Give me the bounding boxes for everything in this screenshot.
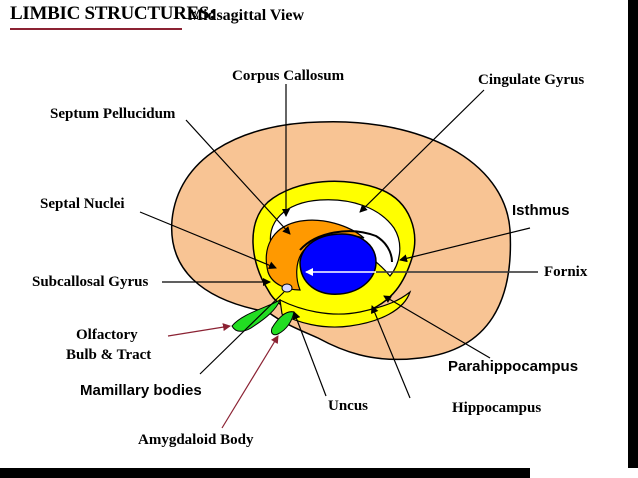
pointer-septum-pellucidum [185,119,291,235]
pointer-septal-nuclei [139,211,277,270]
mamillary-body [281,283,293,293]
label-cingulate-gyrus: Cingulate Gyrus [478,72,585,88]
label-subcallosal-gyrus: Subcallosal Gyrus [32,274,149,290]
pointer-olfactory [167,323,231,337]
label-corpus-callosum: Corpus Callosum [232,68,345,84]
bottom-edge-strip [530,468,638,478]
label-fornix: Fornix [544,264,588,280]
label-parahippocampus: Parahippocampus [448,358,579,375]
pointer-uncus [292,311,327,397]
olfactory-tract-lower [271,311,295,336]
slide-title: LIMBIC STRUCTURES: [10,3,216,24]
pointer-parahippocampus [383,295,491,359]
pointer-cingulate-gyrus [359,89,485,213]
label-septum-pellucidum: Septum Pellucidum [50,106,176,122]
fornix [299,230,393,263]
title-underline [10,28,182,30]
label-hippocampus: Hippocampus [452,400,542,416]
label-olfactory-line1: Olfactory [76,327,138,343]
label-uncus: Uncus [328,398,369,414]
label-olfactory-line2: Bulb & Tract [66,347,152,363]
label-amygdaloid-body: Amygdaloid Body [138,432,254,448]
pointer-isthmus [399,227,531,263]
thalamus [299,233,377,295]
label-isthmus: Isthmus [512,202,570,219]
label-mamillary-bodies: Mamillary bodies [80,382,202,399]
pointer-amygdaloid [221,335,279,429]
pointer-hippocampus [370,305,411,399]
pointer-mamillary [199,291,285,375]
slide-subtitle: Midsagittal View [188,7,304,24]
label-septal-nuclei: Septal Nuclei [40,196,125,212]
